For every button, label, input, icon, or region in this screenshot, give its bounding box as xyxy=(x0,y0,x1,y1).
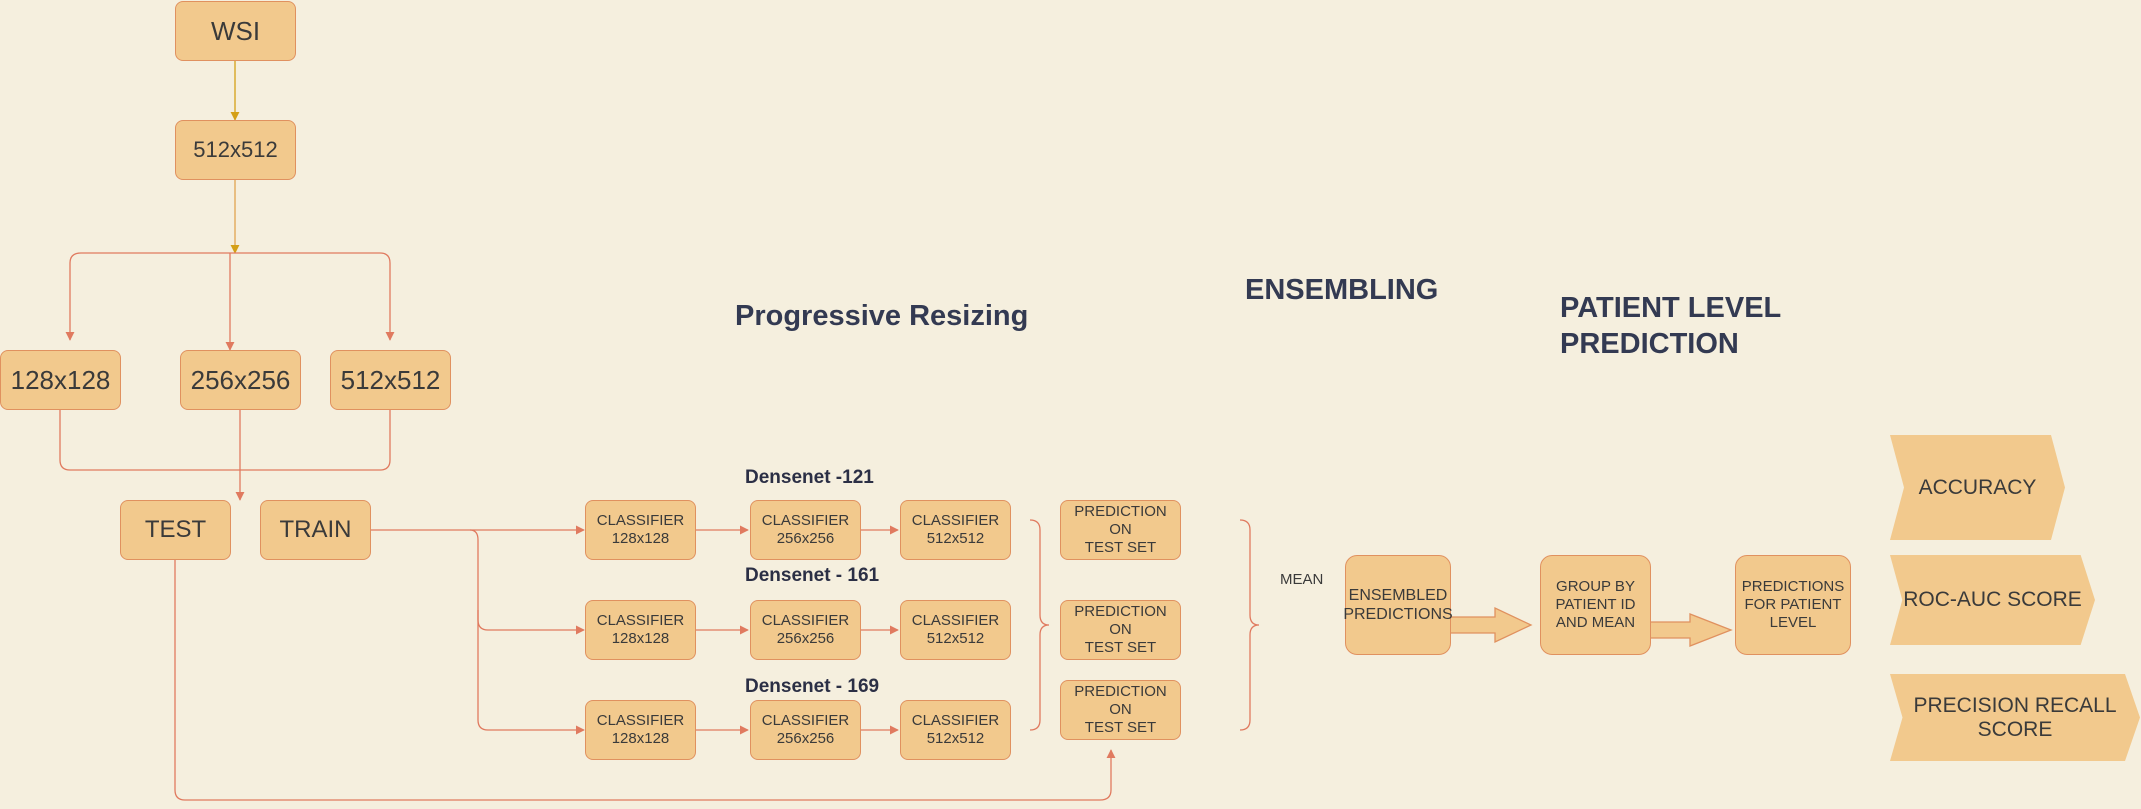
heading-patient-line1: PATIENT LEVEL xyxy=(1560,292,1782,324)
prediction-subtitle: TEST SET xyxy=(1084,719,1157,736)
size-512-label: 512x512 xyxy=(340,364,441,395)
resize-512-node: 512x512 xyxy=(175,120,296,180)
group-line2: PATIENT ID xyxy=(1555,596,1636,613)
network-name-169: Densenet - 169 xyxy=(745,676,880,697)
size-256-label: 256x256 xyxy=(190,364,291,395)
ensembled-line1: ENSEMBLED xyxy=(1348,587,1448,604)
heading-progressive-resizing: Progressive Resizing xyxy=(735,300,1029,332)
metric-pr-line2: SCORE xyxy=(1977,717,2053,741)
metric-roc-auc: ROC-AUC SCORE xyxy=(1890,555,2095,645)
prediction-subtitle: TEST SET xyxy=(1084,639,1157,656)
wsi-label: WSI xyxy=(210,15,261,46)
heading-patient-level: PATIENT LEVEL PREDICTION xyxy=(1560,290,1781,362)
size-256-node: 256x256 xyxy=(180,350,301,410)
group-line3: AND MEAN xyxy=(1555,614,1636,631)
classifier-title: CLASSIFIER xyxy=(911,512,1000,529)
brace-right xyxy=(1239,519,1260,731)
classifier-title: CLASSIFIER xyxy=(596,612,685,629)
prediction-title: PREDICTION ON xyxy=(1074,603,1167,638)
patient-pred-line3: LEVEL xyxy=(1769,614,1817,631)
metric-accuracy: ACCURACY xyxy=(1890,435,2065,540)
mean-label: MEAN xyxy=(1280,571,1324,588)
classifier-title: CLASSIFIER xyxy=(911,712,1000,729)
patient-pred-line1: PREDICTIONS xyxy=(1741,578,1845,595)
classifier-title: CLASSIFIER xyxy=(761,612,850,629)
classifier-size: 256x256 xyxy=(776,530,835,547)
classifier-title: CLASSIFIER xyxy=(761,712,850,729)
metric-accuracy-label: ACCURACY xyxy=(1918,475,2037,499)
classifier-title: CLASSIFIER xyxy=(761,512,850,529)
wsi-node: WSI xyxy=(175,1,296,61)
classifier-size: 512x512 xyxy=(926,530,985,547)
ensembled-predictions-node: ENSEMBLED PREDICTIONS xyxy=(1343,555,1453,655)
block-arrow-1 xyxy=(1449,606,1533,644)
classifier-size: 256x256 xyxy=(776,730,835,747)
group-line1: GROUP BY xyxy=(1556,578,1635,595)
classifier-size: 128x128 xyxy=(611,530,670,547)
network-name-161: Densenet - 161 xyxy=(745,565,880,586)
brace-left xyxy=(1029,519,1050,731)
size-512-node: 512x512 xyxy=(330,350,451,410)
prediction-subtitle: TEST SET xyxy=(1084,539,1157,556)
train-node: TRAIN xyxy=(260,500,371,560)
classifier-title: CLASSIFIER xyxy=(596,512,685,529)
classifier-size: 128x128 xyxy=(611,630,670,647)
heading-ensembling: ENSEMBLING xyxy=(1245,274,1439,306)
metric-roc-auc-label: ROC-AUC SCORE xyxy=(1903,588,2082,611)
prediction-title: PREDICTION ON xyxy=(1074,503,1167,538)
heading-patient-line2: PREDICTION xyxy=(1560,328,1739,360)
size-128-label: 128x128 xyxy=(10,364,111,395)
metric-pr-line1: PRECISION RECALL xyxy=(1913,693,2117,717)
classifier-size: 512x512 xyxy=(926,730,985,747)
ensembled-line2: PREDICTIONS xyxy=(1343,606,1453,623)
classifier-title: CLASSIFIER xyxy=(911,612,1000,629)
resize-512-label: 512x512 xyxy=(193,137,278,162)
prediction-title: PREDICTION ON xyxy=(1074,683,1167,718)
train-label: TRAIN xyxy=(279,516,352,543)
classifier-size: 512x512 xyxy=(926,630,985,647)
test-node: TEST xyxy=(120,500,231,560)
classifier-size: 128x128 xyxy=(611,730,670,747)
test-label: TEST xyxy=(144,516,207,543)
classifier-size: 256x256 xyxy=(776,630,835,647)
size-128-node: 128x128 xyxy=(0,350,121,410)
network-name-121: Densenet -121 xyxy=(745,467,874,488)
block-arrow-2 xyxy=(1649,613,1733,647)
patient-pred-line2: FOR PATIENT xyxy=(1744,596,1842,613)
classifier-title: CLASSIFIER xyxy=(596,712,685,729)
